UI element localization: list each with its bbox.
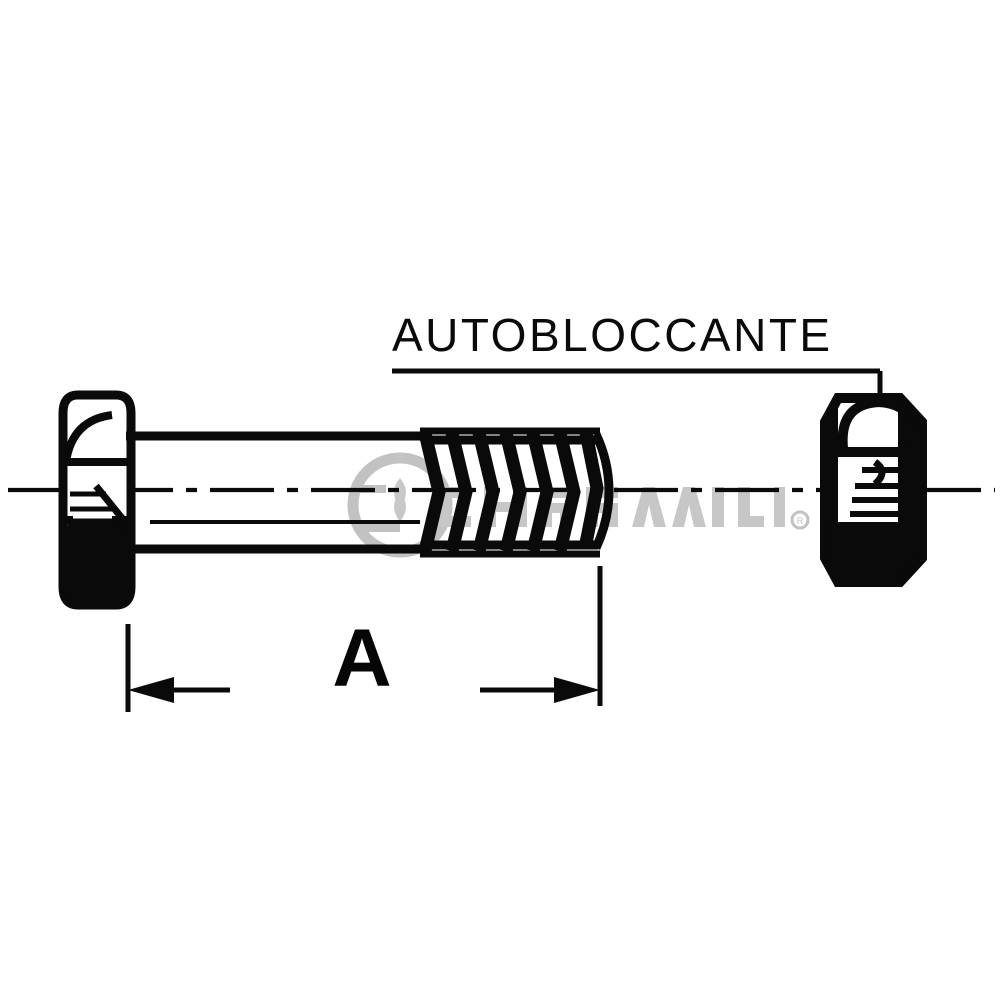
callout-leader [392, 368, 883, 396]
bolt-head-chamfer-arc [62, 411, 113, 463]
watermark-registered-icon [790, 510, 810, 530]
bolt-thread [418, 427, 614, 558]
thread-end-chamfer [591, 432, 614, 550]
dimension-arrow-right [554, 677, 600, 703]
watermark-logo-bar [356, 523, 400, 532]
nut-lower-shading [823, 522, 918, 582]
dimension-arrow-left [128, 677, 174, 703]
thread-flank-group [418, 431, 604, 553]
bolt-head [58, 390, 136, 610]
nut-thread-flank [872, 459, 886, 487]
bolt-shank [126, 431, 425, 554]
thread-root-lines [425, 435, 598, 550]
bolt-head-shading [63, 520, 131, 605]
bolt-head-chamfer-diagonal [93, 483, 133, 531]
watermark-registered-glyph: R [797, 516, 804, 526]
watermark-leaf-icon [394, 492, 406, 522]
self-locking-nut [820, 393, 927, 587]
dimension-A-group [125, 566, 603, 712]
nut-nylon-insert-cap [837, 396, 921, 449]
